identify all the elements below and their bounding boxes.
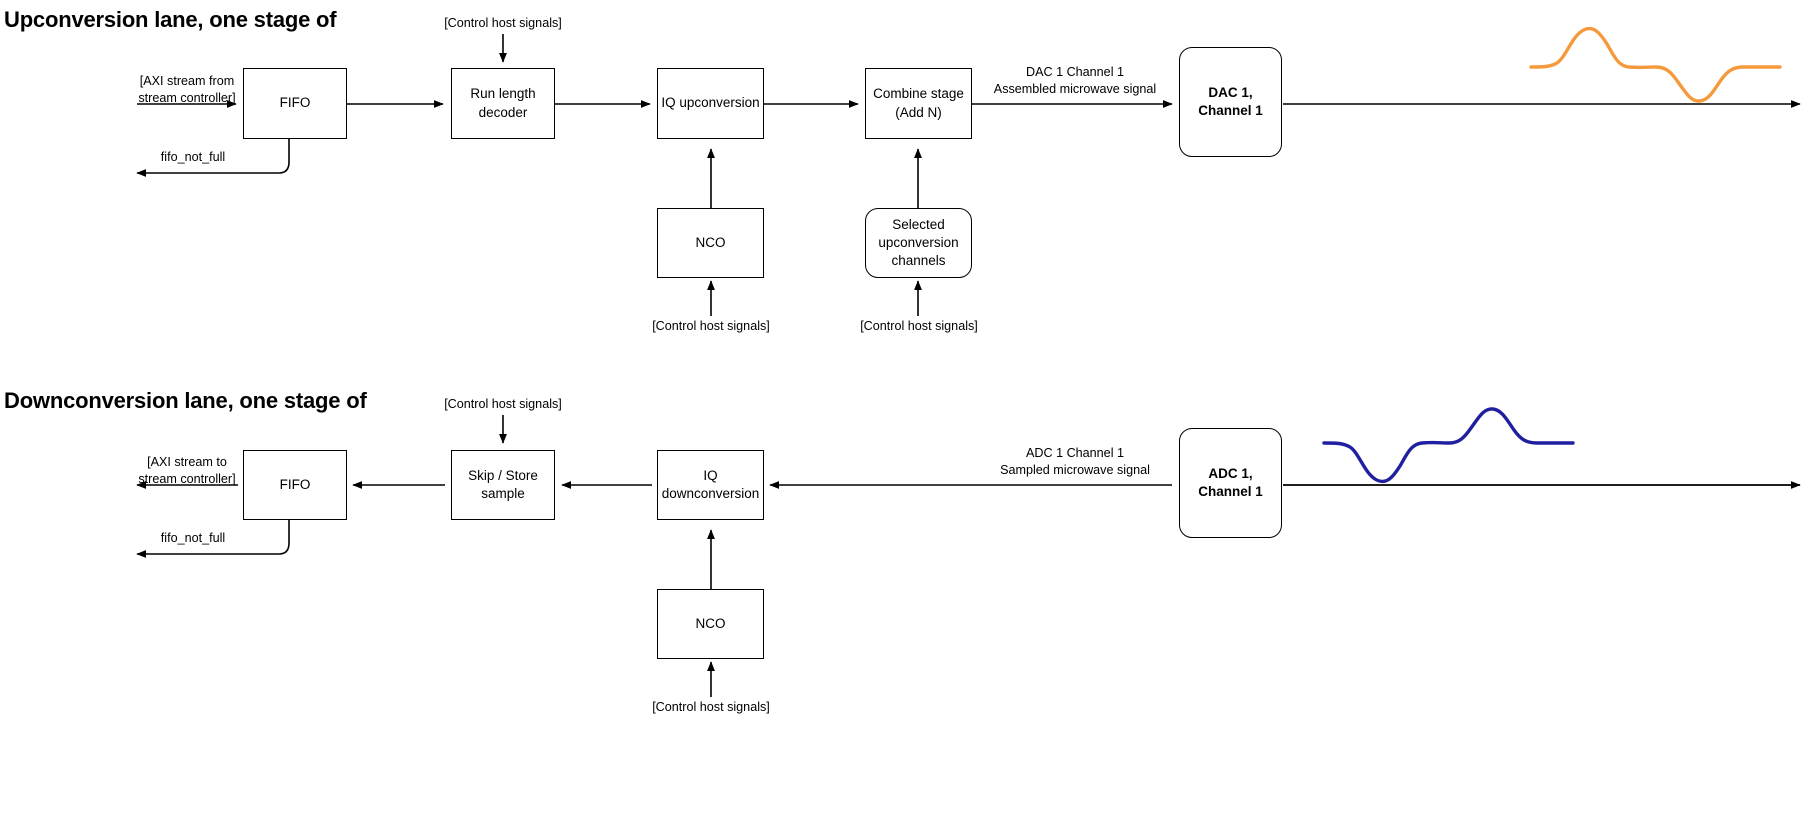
label-control-host-signals-channels: [Control host signals] — [860, 319, 978, 333]
label-fifo-not-full-upconversion: fifo_not_full — [160, 150, 226, 164]
label-axi-stream-to-controller: [AXI stream to stream controller] — [138, 455, 236, 486]
node-run-length-decoder[interactable]: Run length decoder — [451, 68, 555, 139]
node-adc-channel[interactable]: ADC 1, Channel 1 — [1179, 428, 1282, 538]
node-fifo-upconversion[interactable]: FIFO — [243, 68, 347, 139]
arrow-fifo-not-full-up — [136, 139, 290, 177]
adc-input-waveform — [1322, 407, 1575, 484]
upconversion-lane-title: Upconversion lane, one stage of — [4, 7, 337, 32]
label-control-host-signals-nco-down: [Control host signals] — [652, 700, 770, 714]
node-combine-stage[interactable]: Combine stage (Add N) — [865, 68, 972, 139]
label-adc-sampled-signal: ADC 1 Channel 1 Sampled microwave signal — [1000, 446, 1150, 477]
node-iq-downconversion[interactable]: IQ downconversion — [657, 450, 764, 520]
node-fifo-downconversion[interactable]: FIFO — [243, 450, 347, 520]
node-skip-store-sample[interactable]: Skip / Store sample — [451, 450, 555, 520]
node-iq-upconversion[interactable]: IQ upconversion — [657, 68, 764, 139]
label-fifo-not-full-downconversion: fifo_not_full — [160, 531, 226, 545]
node-nco-downconversion[interactable]: NCO — [657, 589, 764, 659]
label-control-host-signals-decoder: [Control host signals] — [444, 16, 562, 30]
dac-output-waveform — [1529, 26, 1782, 103]
label-control-host-signals-skip: [Control host signals] — [444, 397, 562, 411]
downconversion-lane-title: Downconversion lane, one stage of — [4, 388, 367, 413]
node-dac-channel[interactable]: DAC 1, Channel 1 — [1179, 47, 1282, 157]
node-nco-upconversion[interactable]: NCO — [657, 208, 764, 278]
node-selected-upconversion-channels[interactable]: Selected upconversion channels — [865, 208, 972, 278]
arrow-fifo-not-full-down — [136, 520, 290, 558]
label-control-host-signals-nco-up: [Control host signals] — [652, 319, 770, 333]
label-axi-stream-from-controller: [AXI stream from stream controller] — [138, 74, 236, 105]
label-dac-assembled-signal: DAC 1 Channel 1 Assembled microwave sign… — [993, 65, 1157, 96]
